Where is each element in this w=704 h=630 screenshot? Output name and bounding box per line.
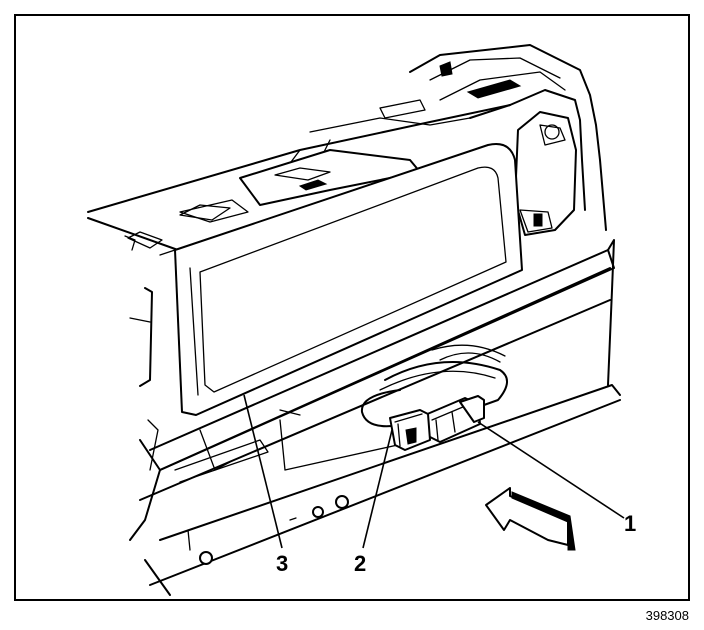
- leader-line-3: [243, 394, 283, 549]
- bolt: [312, 506, 324, 518]
- callout-1: 1: [624, 511, 636, 536]
- bolt: [199, 551, 213, 565]
- leader-line-1: [477, 421, 625, 519]
- direction-arrow: [485, 487, 576, 551]
- bolt: [335, 495, 349, 509]
- diagram-border: [14, 14, 690, 601]
- leader-line-2: [362, 429, 393, 549]
- harness: [279, 344, 508, 471]
- connector-lock: [389, 409, 431, 451]
- figure-id: 398308: [646, 608, 689, 623]
- connector: [424, 395, 485, 443]
- lower-dash: [124, 235, 621, 596]
- panel: [174, 143, 523, 416]
- callout-2: 2: [354, 551, 366, 576]
- instrument-panel-body: [87, 44, 607, 251]
- callout-3: 3: [276, 551, 288, 576]
